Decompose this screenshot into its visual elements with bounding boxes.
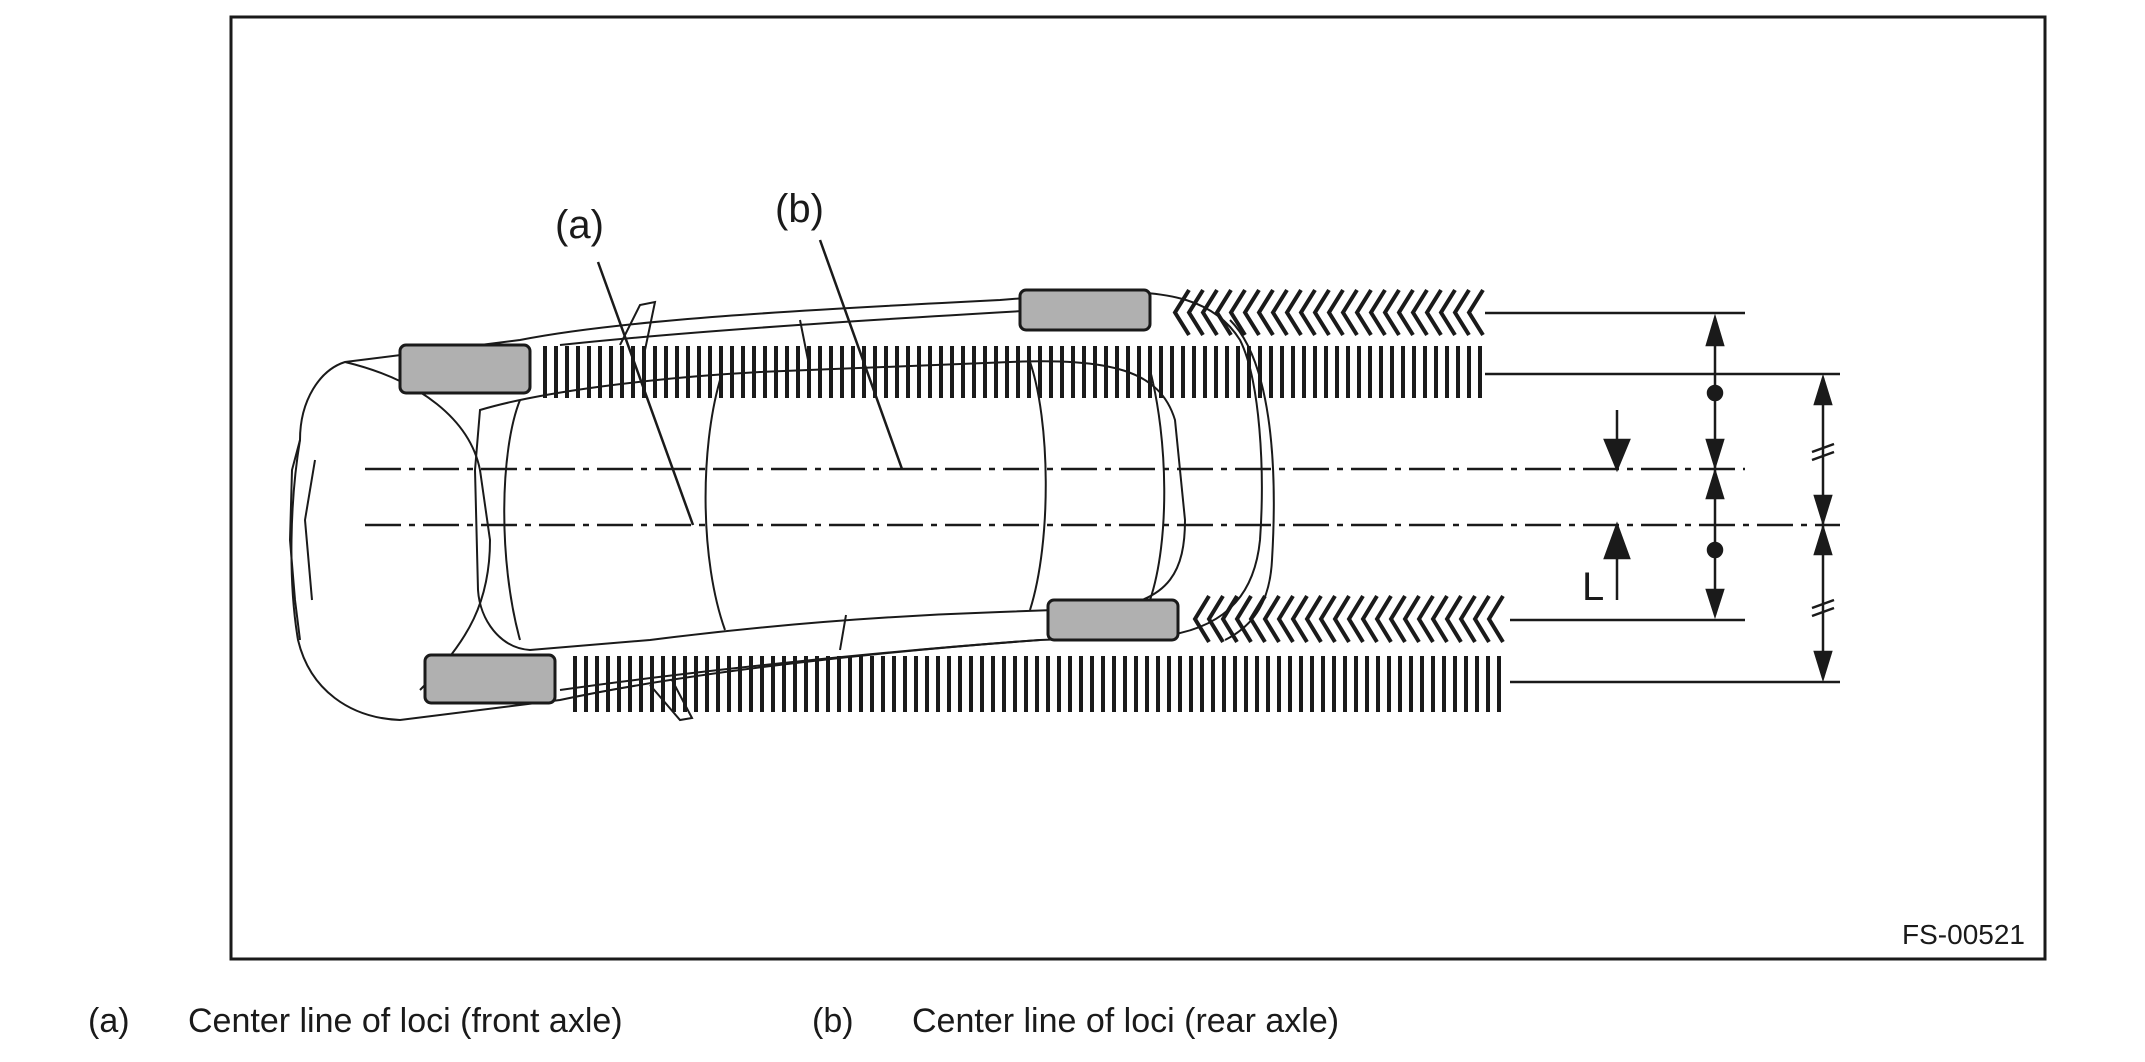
center-lines bbox=[365, 467, 1840, 527]
rear-left-wheel bbox=[1018, 288, 1152, 332]
figure-frame bbox=[229, 15, 2047, 961]
callout-leaders bbox=[596, 239, 904, 526]
dimension-l-label: L bbox=[1582, 565, 1604, 609]
leader-b bbox=[818, 239, 904, 470]
legend-item-a: (a) Center line of loci (front axle) bbox=[88, 1002, 623, 1041]
tread-dimension-rear bbox=[1705, 313, 1725, 620]
upper-rear-tire-track bbox=[543, 346, 1482, 398]
leader-a bbox=[596, 261, 695, 526]
tread-dimension-front bbox=[1811, 373, 1835, 683]
legend-text-a: Center line of loci (front axle) bbox=[188, 1002, 623, 1040]
front-left-wheel bbox=[398, 343, 532, 395]
lower-rear-tire-track bbox=[1192, 594, 1505, 644]
figure-id: FS-00521 bbox=[1902, 919, 2025, 950]
offset-dimension-l bbox=[1603, 410, 1631, 600]
legend-key-a: (a) bbox=[88, 1002, 130, 1040]
legend-key-b: (b) bbox=[812, 1002, 854, 1040]
rear-right-wheel bbox=[1046, 598, 1180, 642]
front-right-wheel bbox=[423, 653, 557, 705]
callout-a-label: (a) bbox=[555, 203, 604, 247]
callout-b-label: (b) bbox=[775, 187, 824, 231]
upper-front-tire-track bbox=[1172, 288, 1485, 337]
lower-front-tire-track bbox=[573, 656, 1501, 712]
legend-item-b: (b) Center line of loci (rear axle) bbox=[812, 1002, 1339, 1041]
car-wheels bbox=[398, 288, 1180, 705]
track-edge-lines bbox=[1485, 311, 1840, 684]
legend-text-b: Center line of loci (rear axle) bbox=[912, 1002, 1340, 1040]
tire-tracks bbox=[543, 288, 1505, 712]
